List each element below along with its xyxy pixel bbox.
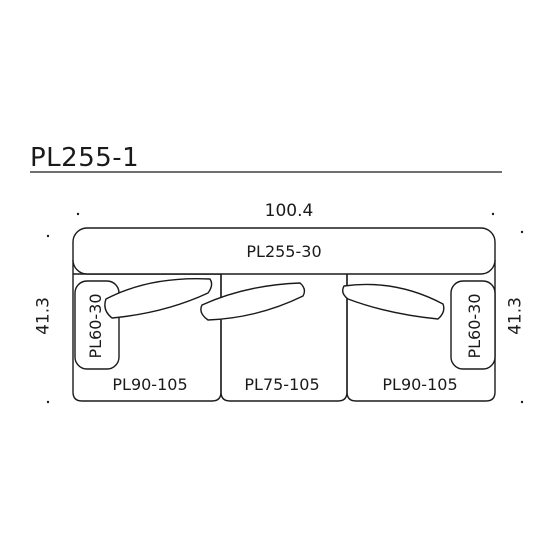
right-armrest-pad [450, 280, 496, 370]
width-tick-right [491, 212, 495, 216]
drawing-title: PL255-1 [30, 143, 140, 173]
depth-right-tick-bottom [520, 400, 524, 404]
middle-seat-label: PL75-105 [244, 375, 320, 394]
depth-dimension-right: 41.3 [505, 297, 526, 335]
depth-dimension-left: 41.3 [33, 297, 54, 335]
pillow-left [104, 277, 213, 319]
middle-seat-module [220, 274, 348, 402]
pillow-right [341, 283, 445, 320]
back-cushion-label: PL255-30 [246, 242, 322, 261]
width-dimension: 100.4 [264, 201, 314, 221]
depth-left-tick-bottom [46, 400, 50, 404]
left-armrest-pad-label: PL60-30 [86, 293, 105, 359]
right-seat-label: PL90-105 [382, 375, 458, 394]
width-tick-left [76, 212, 80, 216]
left-seat-label: PL90-105 [112, 375, 188, 394]
pillow-middle [200, 282, 306, 321]
back-cushion [72, 227, 496, 275]
right-armrest-pad-label: PL60-30 [465, 293, 484, 359]
right-seat-module [346, 260, 496, 402]
depth-left-tick-top [46, 234, 50, 238]
depth-right-tick-top [520, 230, 524, 234]
